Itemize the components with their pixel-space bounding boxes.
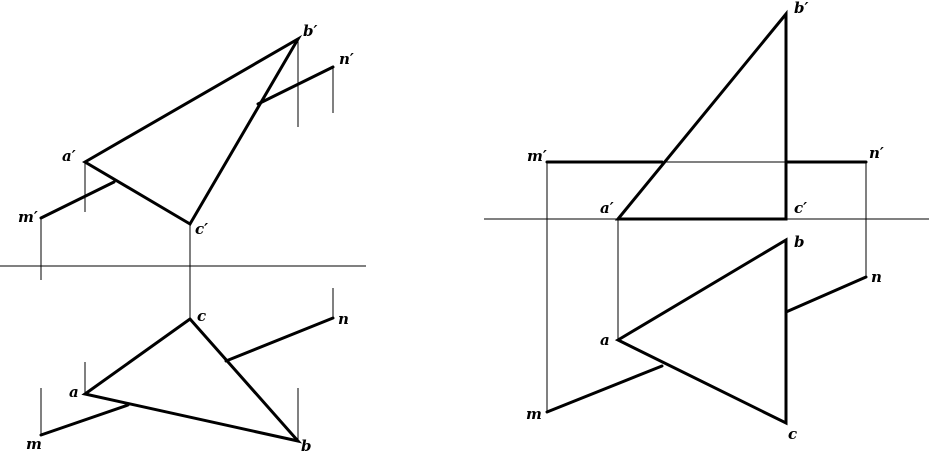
left-line-mn-prime-lower (39, 180, 116, 220)
right-line-mn-lower (545, 364, 664, 414)
left-label-a-prime: a′ (62, 147, 76, 165)
right-label-c-prime: c′ (794, 199, 807, 217)
left-line-mn-lower (39, 403, 130, 437)
right-label-a-prime: a′ (600, 199, 614, 217)
left-label-c-prime: c′ (195, 220, 208, 238)
right-label-b: b (794, 233, 805, 251)
left-triangle-top (81, 316, 303, 444)
right-triangle-top (614, 237, 788, 426)
right-label-a: a (600, 331, 610, 349)
right-label-c: c (788, 425, 797, 443)
right-figure: b′ m′ n′ a′ c′ b n a m c (484, 0, 929, 443)
right-label-m-prime: m′ (527, 147, 547, 165)
left-figure: b′ n′ a′ m′ c′ c n a m b (0, 22, 366, 455)
left-label-n: n (338, 310, 349, 328)
right-line-mn-upper (784, 275, 868, 314)
left-label-a: a (69, 383, 79, 401)
left-triangle-front (82, 34, 303, 227)
right-label-n-prime: n′ (869, 144, 884, 162)
left-label-m: m (26, 435, 42, 453)
left-label-m-prime: m′ (18, 208, 38, 226)
left-label-n-prime: n′ (339, 50, 354, 68)
right-label-n: n (871, 268, 882, 286)
left-line-mn-upper (224, 316, 335, 363)
left-label-c: c (197, 307, 206, 325)
left-line-mn-prime-upper (256, 65, 335, 106)
right-triangle-front (614, 9, 788, 221)
left-label-b: b (301, 437, 312, 455)
right-label-b-prime: b′ (794, 0, 808, 17)
left-label-b-prime: b′ (303, 22, 317, 40)
right-label-m: m (526, 405, 542, 423)
